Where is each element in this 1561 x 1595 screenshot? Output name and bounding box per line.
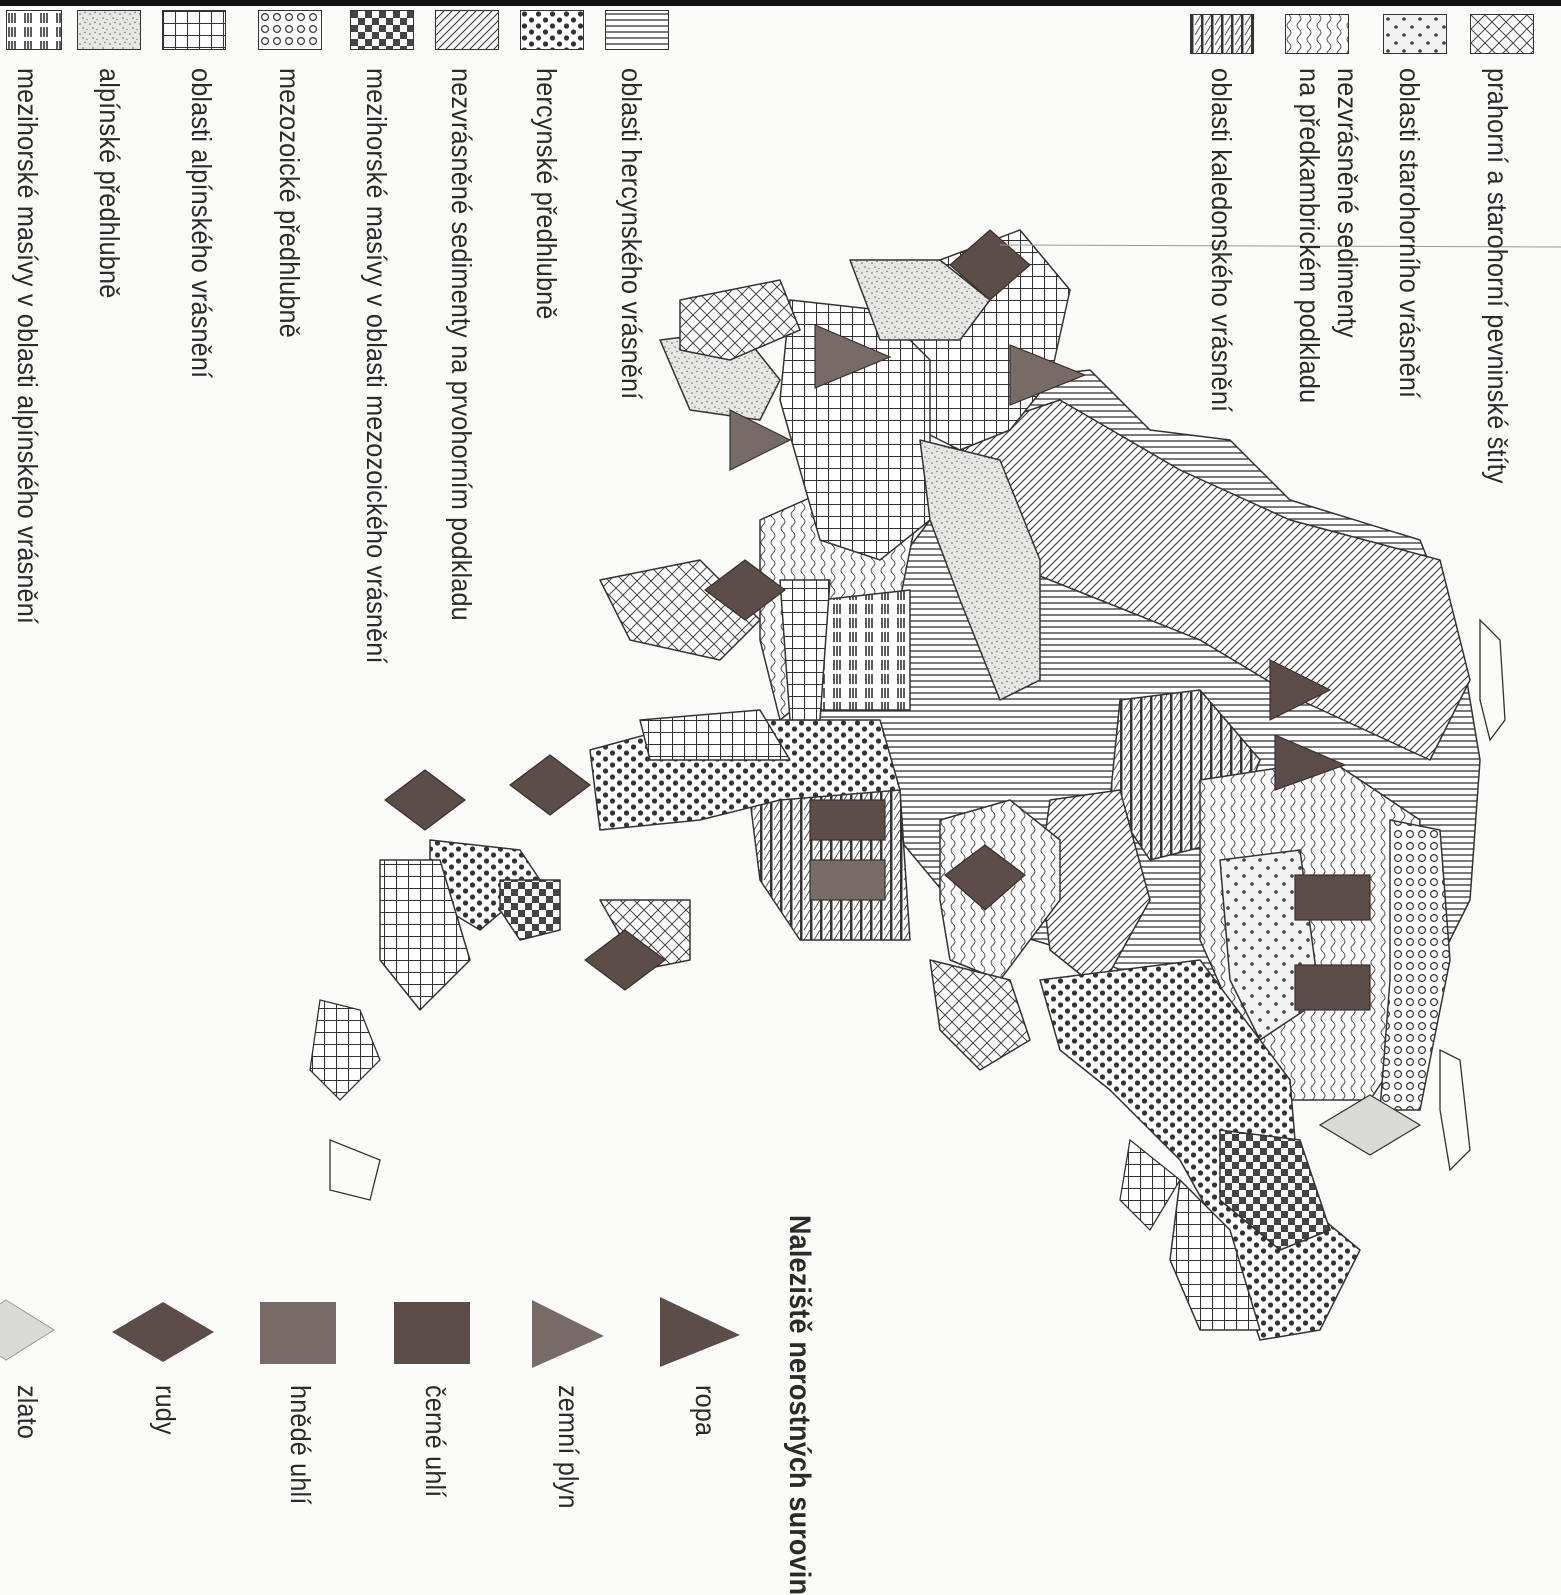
minerals-label-rudy: rudy [150, 1385, 181, 1435]
rudy-symbol-icon [112, 1302, 214, 1362]
region-checker [1219, 1129, 1331, 1251]
legend-label-2b: na předkambrickém podkladu [1294, 68, 1325, 404]
map-ropa-2 [1274, 734, 1347, 791]
swatch-stars [1383, 14, 1447, 54]
minerals-label-hnede-uhli: hnědé uhlí [285, 1385, 316, 1505]
minerals-label-cerne-uhli: černé uhlí [420, 1385, 451, 1498]
map-cerne-uhli-3 [809, 799, 886, 841]
legend-label-1: oblasti starohorního vrásnění [1394, 68, 1425, 399]
swatch-waves [1285, 14, 1349, 54]
legend-label-0: prahorní a starohorní pevninské štíty [1482, 68, 1513, 484]
swatch-dots [520, 10, 584, 50]
map-rudy-1 [949, 229, 1031, 301]
map-ropa-1 [1269, 659, 1332, 721]
hnede-uhli-symbol-icon [260, 1302, 336, 1364]
region-crosshatch-3 [929, 959, 1031, 1071]
swatch-checker [350, 10, 414, 50]
map-rudy-4 [509, 754, 591, 816]
swatch-speckle [77, 10, 141, 50]
swatch-diagonal [435, 10, 499, 50]
region-grid-east [1169, 1179, 1261, 1331]
legend-label-9: oblasti alpínského vrásnění [186, 68, 217, 379]
minerals-legend-title: Naleziště nerostných surovin [783, 1215, 816, 1595]
map-zlato-1 [1318, 1094, 1422, 1156]
map-cerne-uhli-2 [1294, 964, 1371, 1011]
swatch-vstripes [1190, 14, 1254, 54]
region-grid-sea [379, 859, 471, 1011]
region-grid-south [639, 709, 791, 761]
map-rudy-2 [704, 559, 786, 621]
swatch-grid [162, 10, 226, 50]
map-rudy-6 [584, 929, 666, 991]
map-rudy-5 [384, 769, 466, 831]
map-cerne-uhli-1 [1294, 874, 1371, 921]
region-rings [1379, 819, 1451, 1111]
swatch-rings [258, 10, 322, 50]
minerals-label-ropa: ropa [690, 1385, 721, 1437]
region-crosshatch-1 [679, 279, 801, 361]
map-rudy-3 [944, 844, 1026, 911]
legend-label-10: alpínské předhlubně [94, 68, 125, 299]
cerne-uhli-symbol-icon [394, 1302, 470, 1364]
legend-label-4: oblasti hercynského vrásnění [616, 68, 647, 400]
region-dashes [819, 589, 911, 711]
ropa-symbol-icon [660, 1297, 740, 1367]
map-hnede-uhli-1 [809, 859, 886, 901]
minerals-label-zlato: zlato [12, 1385, 43, 1440]
region-checker-2 [499, 879, 561, 941]
legend-label-11: mezihorské masívy v oblasti alpínského v… [12, 68, 43, 625]
legend-label-3: oblasti kaledonského vrásnění [1206, 68, 1237, 413]
region-speckle-1 [849, 259, 991, 341]
legend-label-2a: nezvrásněné sedimenty [1332, 68, 1363, 338]
top-border [0, 0, 1561, 6]
map-plyn-1 [1009, 344, 1087, 406]
region-grid-mid [779, 579, 831, 721]
legend-label-7: mezihorské masívy v oblasti mezozoického… [361, 68, 392, 664]
region-speckle-2 [919, 439, 1041, 701]
zlato-symbol-icon [0, 1299, 55, 1361]
legend-label-6: nezvrásněné sedimenty na prvohorním podk… [446, 68, 477, 621]
map-plyn-3 [729, 409, 792, 471]
map-plyn-2 [814, 324, 892, 389]
swatch-hlines [605, 10, 669, 50]
swatch-dashes [6, 10, 62, 50]
minerals-label-zemni-plyn: zemní plyn [553, 1385, 584, 1509]
legend-label-5: hercynské předhlubně [531, 68, 562, 320]
swatch-crosshatch [1470, 14, 1534, 54]
zemni-plyn-symbol-icon [532, 1300, 604, 1368]
legend-label-8: mezozoické předhlubně [274, 68, 305, 338]
